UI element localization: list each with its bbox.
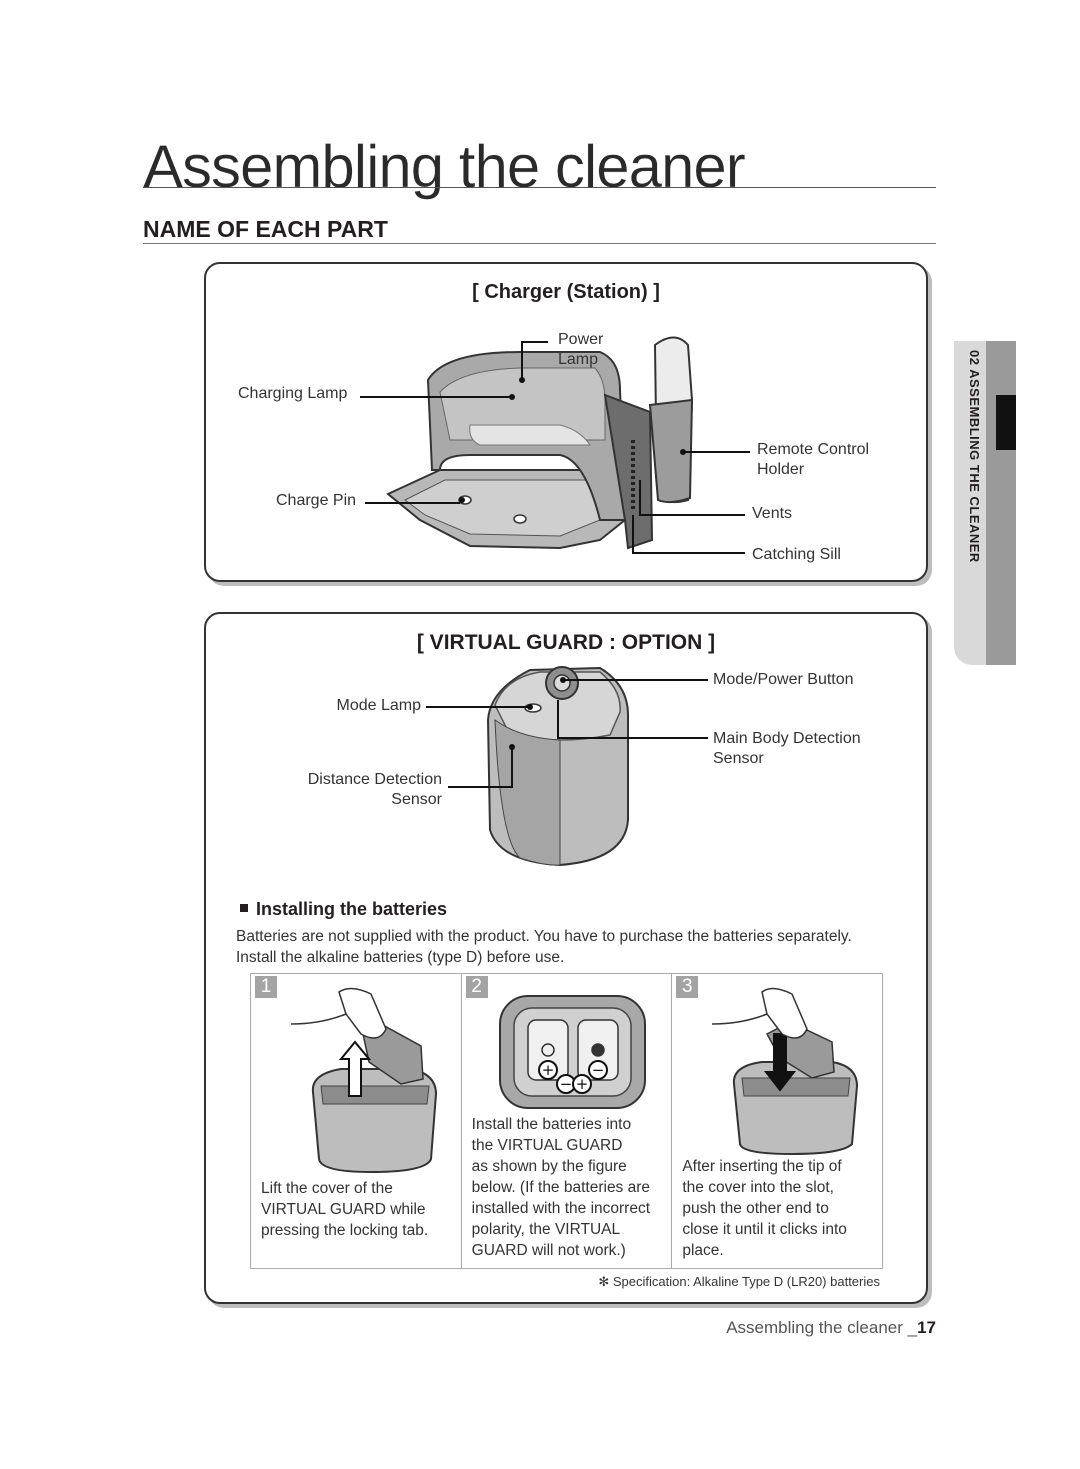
step-number: 2	[465, 976, 488, 998]
step-2-illustration: + − − +	[498, 995, 646, 1109]
page-footer: Assembling the cleaner _17	[700, 1318, 936, 1338]
svg-text:−: −	[559, 1075, 572, 1093]
step-2-line: installed with the incorrect	[471, 1200, 651, 1217]
label-distance-sensor-line1: Distance Detection	[307, 771, 442, 788]
step-2-line: as shown by the figure	[471, 1158, 627, 1175]
batteries-intro: Batteries are not supplied with the prod…	[236, 926, 906, 968]
label-main-sensor-line1: Main Body Detection	[713, 730, 861, 747]
footer-label: Assembling the cleaner _	[726, 1318, 918, 1337]
step-2-text: Install the batteries into the VIRTUAL G…	[472, 1114, 650, 1261]
step-number: 3	[676, 976, 699, 998]
label-mode-lamp: Mode Lamp	[336, 697, 422, 714]
chapter-tab-label: 02 ASSEMBLING THE CLEANER	[967, 350, 982, 563]
label-charge-pin: Charge Pin	[276, 492, 357, 509]
step-1-line: pressing the locking tab.	[261, 1222, 429, 1239]
label-mode-power-button: Mode/Power Button	[713, 671, 854, 688]
step-2-line: Install the batteries into	[471, 1116, 632, 1133]
step-2: 2 + − − + Install the batteries into the…	[462, 974, 673, 1268]
label-remote-holder-line2: Holder	[757, 461, 805, 478]
page-title: Assembling the cleaner	[143, 133, 746, 200]
step-1-text: Lift the cover of the VIRTUAL GUARD whil…	[261, 1178, 428, 1241]
specification-note: ✻ Specification: Alkaline Type D (LR20) …	[598, 1274, 880, 1289]
step-3-line: After inserting the tip of	[682, 1158, 842, 1175]
step-3-line: push the other end to	[682, 1200, 829, 1217]
step-number: 1	[255, 976, 277, 998]
batteries-heading: Installing the batteries	[240, 899, 447, 920]
label-main-sensor-line2: Sensor	[713, 750, 764, 767]
step-3-text: After inserting the tip of the cover int…	[682, 1156, 847, 1261]
label-remote-holder-line1: Remote Control	[757, 441, 870, 458]
batteries-intro-line2: Install the alkaline batteries (type D) …	[236, 949, 565, 966]
virtual-guard-title: [ VIRTUAL GUARD : OPTION ]	[416, 631, 716, 654]
label-distance-sensor-line2: Sensor	[391, 791, 442, 808]
batteries-intro-line1: Batteries are not supplied with the prod…	[236, 928, 852, 945]
step-2-line: GUARD will not work.)	[471, 1242, 626, 1259]
label-power-lamp-line1: Power	[558, 331, 604, 348]
step-3-line: the cover into the slot,	[682, 1179, 834, 1196]
step-3-illustration	[712, 987, 859, 1156]
svg-text:+: +	[575, 1075, 588, 1093]
step-2-line: polarity, the VIRTUAL	[471, 1221, 621, 1238]
chapter-tab-marker	[996, 395, 1016, 450]
step-3-line: place.	[682, 1242, 724, 1259]
svg-text:+: +	[541, 1061, 554, 1079]
bullet-square	[240, 904, 248, 913]
title-rule	[143, 187, 936, 188]
step-3: 3 After inserting the tip of the cover i…	[672, 974, 882, 1268]
section-rule	[143, 243, 936, 244]
step-1-line: VIRTUAL GUARD while	[261, 1201, 426, 1218]
section-heading: NAME OF EACH PART	[143, 216, 388, 242]
charger-title: [ Charger (Station) ]	[472, 281, 660, 303]
svg-text:−: −	[591, 1061, 604, 1079]
page-number: 17	[917, 1318, 936, 1337]
label-charging-lamp: Charging Lamp	[238, 385, 348, 402]
step-2-line: below. (If the batteries are	[471, 1179, 651, 1196]
step-1: 1 Lift the cover of the VIRTUAL GUARD wh…	[251, 974, 462, 1268]
label-catching-sill: Catching Sill	[752, 546, 841, 563]
label-vents: Vents	[752, 505, 793, 522]
battery-steps: 1 Lift the cover of the VIRTUAL GUARD wh…	[250, 973, 883, 1269]
step-2-line: the VIRTUAL GUARD	[471, 1137, 623, 1154]
label-power-lamp-line2: Lamp	[558, 351, 599, 368]
step-1-illustration	[290, 987, 438, 1174]
step-3-line: close it until it clicks into	[682, 1221, 847, 1238]
step-1-line: Lift the cover of the	[261, 1180, 393, 1197]
